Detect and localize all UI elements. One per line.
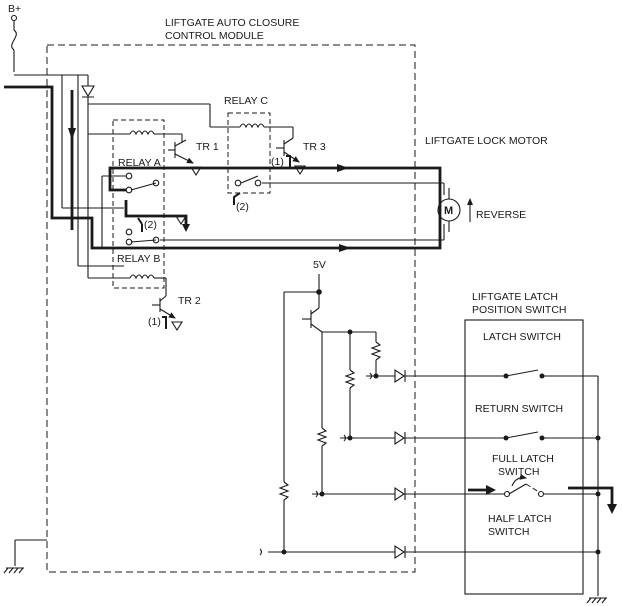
- relay-a-label: RELAY A: [118, 157, 161, 169]
- tr2-transistor-icon: [152, 295, 183, 332]
- latch-position-switch-title: LIFTGATE LATCH POSITION SWITCH: [472, 291, 567, 316]
- tr1-label: TR 1: [196, 141, 219, 153]
- latch-switch-label: LATCH SWITCH: [483, 331, 561, 343]
- step-1-tr2: (1): [148, 316, 161, 328]
- tr2-label: TR 2: [178, 295, 201, 307]
- reverse-label: REVERSE: [476, 209, 526, 221]
- step-indicators: (1) (2) (2) (1): [137, 155, 291, 329]
- relay-b-label: RELAY B: [117, 253, 160, 265]
- fuse-icon: [11, 29, 17, 51]
- module-title-line1: LIFTGATE AUTO CLOSURE: [165, 17, 299, 29]
- v5-label: 5V: [313, 259, 326, 271]
- relay-c-label: RELAY C: [224, 95, 268, 107]
- control-module-boundary: [46, 44, 416, 573]
- module-wiring: TR 1 TR 3: [14, 74, 445, 566]
- relay-c-coil-icon: [239, 123, 265, 129]
- relay-b-coil-icon: [129, 274, 155, 280]
- motor-label: LIFTGATE LOCK MOTOR: [425, 135, 548, 147]
- power-terminal: [10, 14, 18, 22]
- step-2-relay-a: (2): [144, 219, 157, 231]
- latch-position-switch-title-line1: LIFTGATE LATCH: [472, 291, 558, 303]
- motor-symbol: M: [444, 205, 453, 217]
- tr3-transistor-icon: [276, 137, 306, 176]
- current-flow-paths: [4, 85, 442, 252]
- return-switch-label: RETURN SWITCH: [475, 403, 563, 415]
- relay-c-box: [227, 112, 271, 194]
- relay-a-b-box: [112, 119, 165, 289]
- half-latch-line2: SWITCH: [488, 526, 529, 538]
- latch-position-switch-title-line2: POSITION SWITCH: [472, 304, 567, 316]
- ground-icon: [3, 567, 24, 574]
- full-latch-line1: FULL LATCH: [492, 453, 554, 465]
- step-2-relay-c: (2): [236, 201, 249, 213]
- full-latch-switch-label: FULL LATCH SWITCH: [492, 453, 557, 478]
- power-label: B+: [8, 3, 21, 15]
- latch-position-switch: LIFTGATE LATCH POSITION SWITCH LATCH SWI…: [464, 291, 617, 596]
- half-latch-line1: HALF LATCH: [488, 513, 551, 525]
- latch-switch-box: [464, 319, 584, 595]
- full-latch-line2: SWITCH: [498, 466, 539, 478]
- module-title-line2: CONTROL MODULE: [165, 30, 264, 42]
- half-latch-switch-label: HALF LATCH SWITCH: [488, 513, 554, 538]
- lock-motor: M LIFTGATE LOCK MOTOR REVERSE: [425, 135, 548, 232]
- sense-transistor-icon: [302, 307, 323, 333]
- module-title: LIFTGATE AUTO CLOSURE CONTROL MODULE: [165, 17, 302, 42]
- sensing-circuit: 5V: [259, 259, 598, 560]
- step-1-tr3: (1): [271, 156, 284, 168]
- power-supply: B+: [8, 3, 21, 72]
- relay-a-coil-icon: [129, 130, 155, 136]
- tr3-label: TR 3: [303, 141, 326, 153]
- ground-icon-right: [586, 597, 607, 604]
- resistor-icon: [278, 481, 290, 501]
- diode-icon: [81, 85, 95, 98]
